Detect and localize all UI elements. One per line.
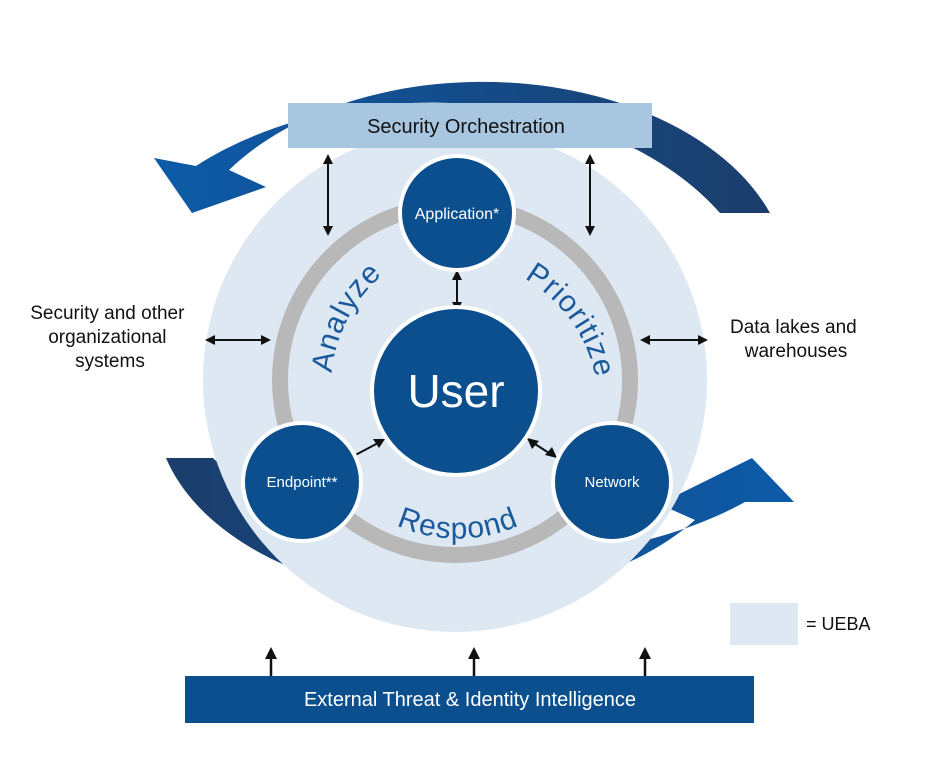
intelligence-arrows <box>269 656 647 676</box>
side-arrow-heads <box>205 335 708 345</box>
application-node[interactable] <box>398 154 516 272</box>
ueba-legend-swatch <box>730 603 798 645</box>
orchestration-arrows <box>327 162 591 228</box>
network-label: Network <box>584 474 640 491</box>
application-label: Application* <box>415 206 500 223</box>
endpoint-node[interactable] <box>241 421 363 543</box>
user-node[interactable] <box>370 305 542 477</box>
user-label: User <box>407 365 504 417</box>
ueba-legend-label: = UEBA <box>806 614 871 634</box>
network-node[interactable] <box>551 421 673 543</box>
security-systems-label: Security and other organizational system… <box>30 303 189 372</box>
external-threat-label: External Threat & Identity Intelligence <box>304 689 636 711</box>
orchestration-arrow-heads <box>323 154 595 236</box>
endpoint-label: Endpoint** <box>267 474 338 491</box>
external-threat-bar[interactable] <box>185 676 754 723</box>
security-orchestration-label: Security Orchestration <box>367 116 565 138</box>
security-orchestration-bar[interactable] <box>288 103 652 148</box>
data-lakes-label: Data lakes and warehouses <box>730 317 862 362</box>
intelligence-arrow-heads <box>265 647 651 659</box>
